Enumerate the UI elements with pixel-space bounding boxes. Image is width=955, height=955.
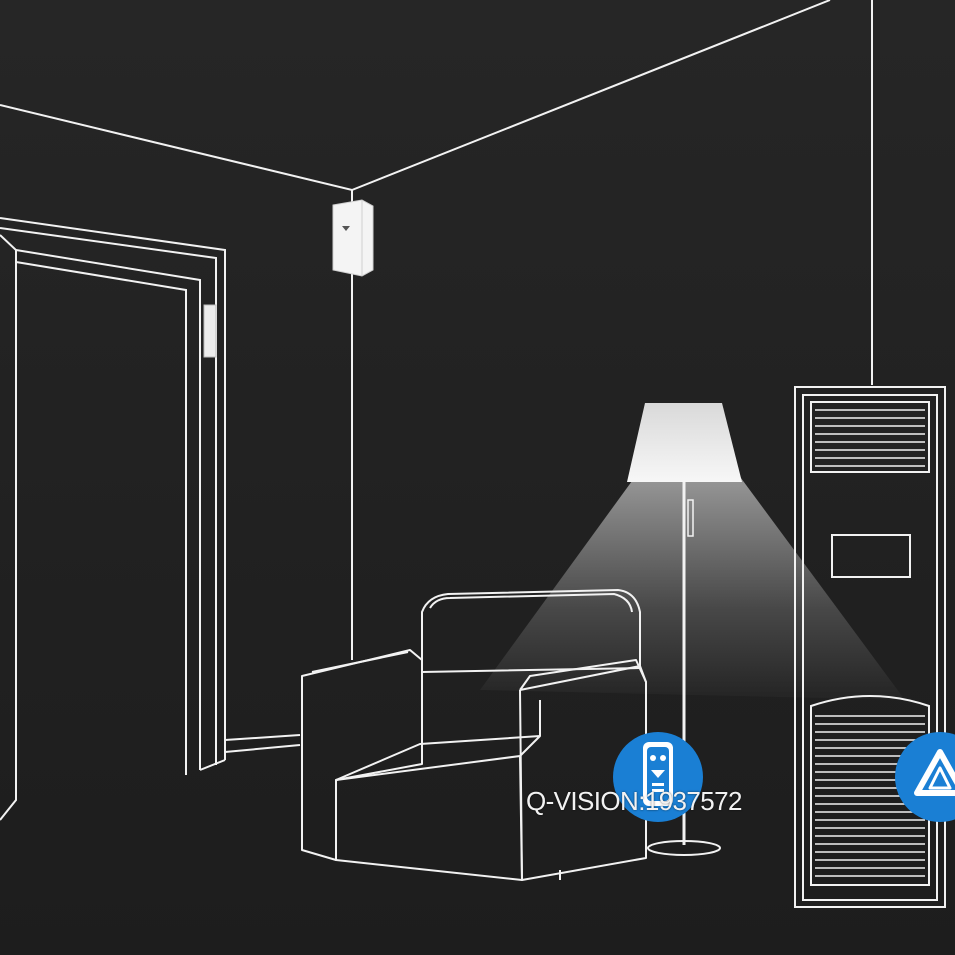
lamp-light-beam [480, 470, 905, 700]
door-frame [0, 217, 301, 821]
door-sensor-icon [203, 304, 217, 358]
armchair [301, 589, 647, 881]
pir-sensor-icon [332, 199, 374, 277]
ir-remote-badge-icon [613, 732, 703, 822]
watermark-text: Q-VISION:1937572 [526, 786, 742, 816]
smart-app-triangle-icon [895, 732, 955, 822]
